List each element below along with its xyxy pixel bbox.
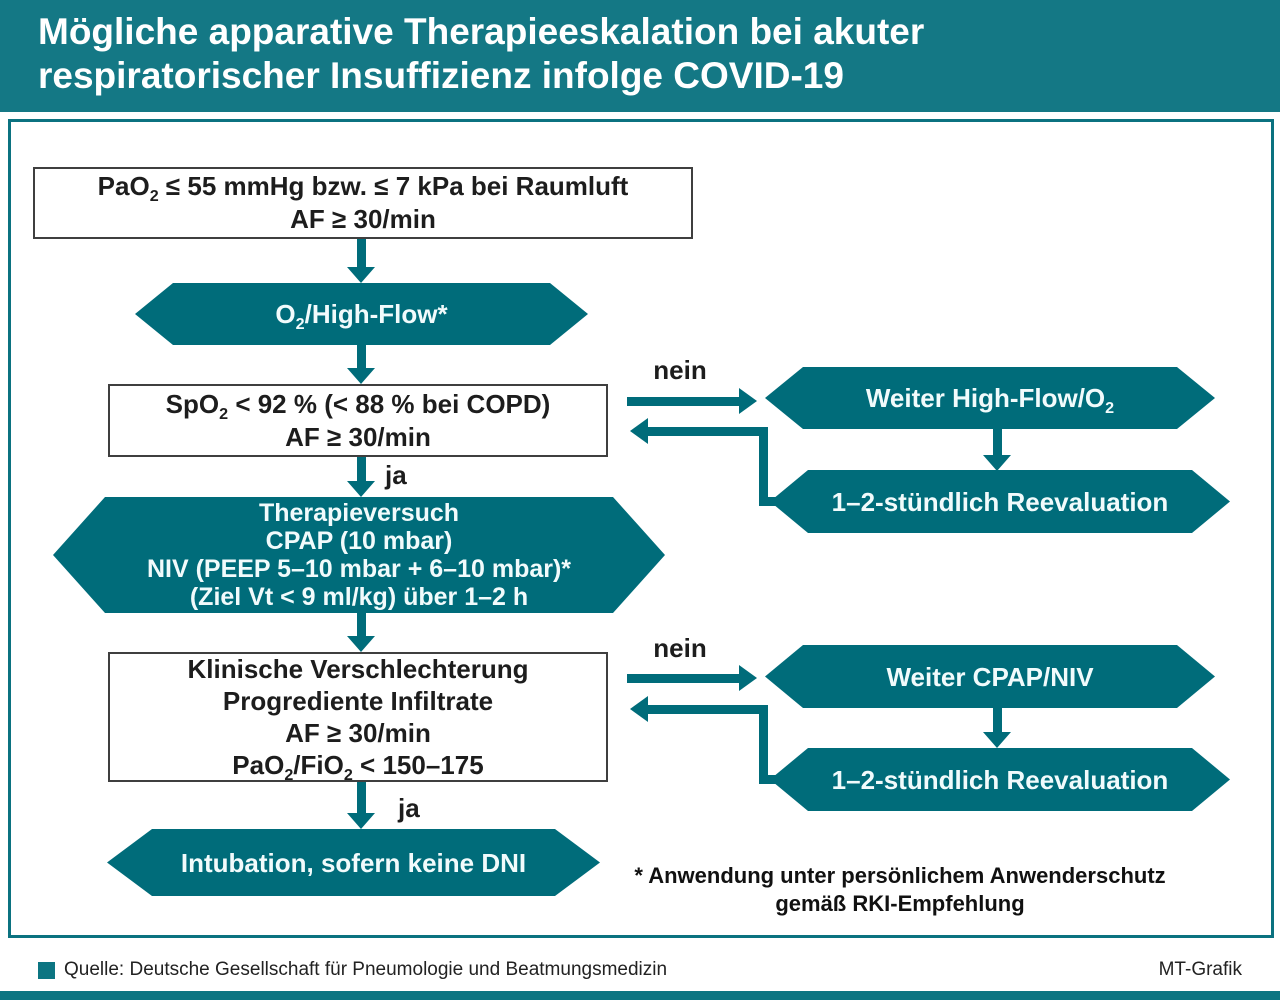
arrow-return-highflow-head: [630, 418, 648, 444]
edge-label-nein-cpap: nein: [653, 633, 707, 663]
arrow-pao2-to-highflow-head: [347, 267, 375, 283]
arrow-therapy-to-deterioration-shaft: [357, 613, 366, 637]
arrow-deterioration-to-intubation-shaft: [357, 782, 366, 814]
arrow-pao2-to-highflow-shaft: [357, 239, 366, 268]
criteria-box-spo2-line-2: AF ≥ 30/min: [285, 421, 431, 452]
criteria-box-deterioration: Klinische Verschlechterung Progrediente …: [108, 652, 608, 785]
therapy-hex-continue-cpap-label: Weiter CPAP/NIV: [886, 661, 1094, 692]
source-bullet-square: [38, 962, 55, 979]
arrow-spo2-to-therapy-shaft: [357, 457, 366, 482]
edge-label-nein-highflow: nein: [653, 355, 707, 385]
arrow-highflow-to-reeval-head: [983, 455, 1011, 471]
therapy-hex-trial-line-4: (Ziel Vt < 9 ml/kg) über 1–2 h: [189, 583, 529, 611]
criteria-box-deterioration-line-4: PaO2/FiO2 < 150–175: [232, 750, 484, 785]
arrow-return-highflow-top-shaft: [646, 427, 768, 436]
therapy-hex-reeval-cpap: 1–2-stündlich Reevaluation: [770, 748, 1230, 811]
credit-text: MT-Grafik: [1158, 959, 1242, 980]
therapy-hex-continue-highflow: Weiter High-Flow/O2: [765, 367, 1215, 429]
criteria-box-pao2-line-2: AF ≥ 30/min: [290, 204, 436, 234]
arrow-highflow-to-reeval-shaft: [993, 429, 1002, 456]
criteria-box-pao2: PaO2 ≤ 55 mmHg bzw. ≤ 7 kPa bei Raumluft…: [33, 167, 693, 239]
therapy-hex-trial-line-2: CPAP (10 mbar): [265, 527, 453, 555]
arrow-deterioration-to-intubation-head: [347, 813, 375, 829]
bottom-accent-bar: [0, 991, 1280, 1000]
footnote-line-1: * Anwendung unter persönlichem Anwenders…: [634, 863, 1166, 888]
arrow-therapy-to-deterioration-head: [347, 636, 375, 652]
criteria-box-spo2-line-1: SpO2 < 92 % (< 88 % bei COPD): [165, 388, 551, 423]
arrow-return-cpap-top-shaft: [646, 705, 768, 714]
arrow-cpap-to-reeval-head: [983, 732, 1011, 748]
arrow-nein-cpap-head: [739, 665, 757, 691]
therapy-hex-intubation: Intubation, sofern keine DNI: [107, 829, 600, 896]
criteria-box-spo2: SpO2 < 92 % (< 88 % bei COPD) AF ≥ 30/mi…: [108, 384, 608, 457]
arrow-nein-highflow-shaft: [627, 397, 740, 406]
arrow-return-cpap-vertical-shaft: [759, 705, 768, 784]
arrow-spo2-to-therapy-head: [347, 481, 375, 497]
therapy-hex-continue-cpap: Weiter CPAP/NIV: [765, 645, 1215, 708]
arrow-cpap-to-reeval-shaft: [993, 708, 1002, 733]
criteria-box-deterioration-line-3: AF ≥ 30/min: [285, 718, 431, 748]
therapy-hex-continue-highflow-label: Weiter High-Flow/O2: [865, 383, 1115, 418]
edge-label-ja-2: ja: [398, 793, 420, 823]
therapy-hex-trial-line-3: NIV (PEEP 5–10 mbar + 6–10 mbar)*: [146, 555, 572, 583]
criteria-box-deterioration-line-1: Klinische Verschlechterung: [187, 654, 529, 684]
therapy-hex-reeval-highflow-label: 1–2-stündlich Reevaluation: [831, 486, 1169, 517]
edge-label-ja-1: ja: [385, 460, 407, 490]
therapy-hex-highflow-label: O2/High-Flow*: [275, 299, 448, 334]
therapy-hex-cpap-niv-trial: Therapieversuch CPAP (10 mbar) NIV (PEEP…: [53, 497, 665, 613]
source-text: Quelle: Deutsche Gesellschaft für Pneumo…: [64, 959, 668, 980]
criteria-box-pao2-line-1: PaO2 ≤ 55 mmHg bzw. ≤ 7 kPa bei Raumluft: [97, 171, 629, 206]
arrow-return-highflow-vertical-shaft: [759, 427, 768, 506]
therapy-hex-reeval-highflow: 1–2-stündlich Reevaluation: [770, 470, 1230, 533]
title-banner: Mögliche apparative Therapieeskalation b…: [0, 0, 1280, 112]
footnote-line-2: gemäß RKI-Empfehlung: [775, 891, 1025, 916]
arrow-nein-cpap-shaft: [627, 674, 740, 683]
arrow-highflow-to-spo2-shaft: [357, 345, 366, 369]
therapy-hex-intubation-label: Intubation, sofern keine DNI: [180, 847, 527, 878]
arrow-highflow-to-spo2-head: [347, 368, 375, 384]
therapy-hex-trial-line-1: Therapieversuch: [258, 499, 460, 527]
therapy-hex-reeval-cpap-label: 1–2-stündlich Reevaluation: [831, 764, 1169, 795]
therapy-hex-highflow: O2/High-Flow*: [135, 283, 588, 345]
arrow-nein-highflow-head: [739, 388, 757, 414]
footnote: * Anwendung unter persönlichem Anwenders…: [615, 862, 1185, 918]
arrow-return-cpap-head: [630, 696, 648, 722]
page-title-line-2: respiratorischer Insuffizienz infolge CO…: [38, 55, 844, 96]
page-title-line-1: Mögliche apparative Therapieeskalation b…: [38, 11, 925, 52]
criteria-box-deterioration-line-2: Progrediente Infiltrate: [222, 686, 494, 716]
